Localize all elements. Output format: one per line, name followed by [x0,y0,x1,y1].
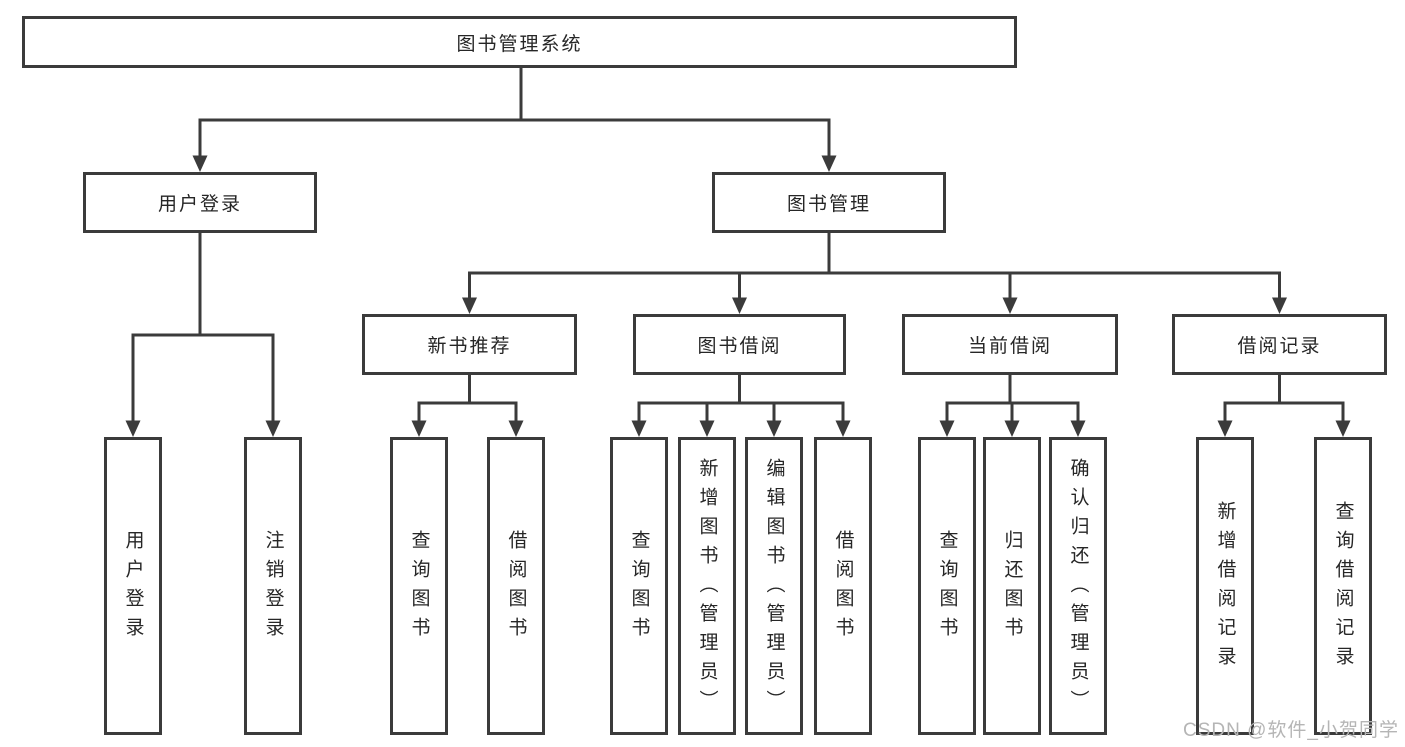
watermark: CSDN @软件_小贺同学 [1183,720,1399,741]
node-root-library-system: 图书管理系统 [22,16,1017,68]
leaf-newrec-borrow-books: 借阅图书 [487,437,545,735]
leaf-label: 借阅图书 [505,530,527,646]
node-label: 图书借阅 [697,336,782,357]
node-user-login: 用户登录 [83,172,317,233]
node-book-management: 图书管理 [712,172,946,233]
leaf-label: 查询图书 [936,530,958,646]
leaf-user-login: 用户登录 [104,437,162,735]
leaf-borrow-edit-books-admin: 编辑图书（管理员） [745,437,803,735]
leaf-label: 注销登录 [262,530,284,646]
leaf-label: 新增图书（管理员） [696,457,718,719]
leaf-current-query-books: 查询图书 [918,437,976,735]
leaf-label: 查询图书 [628,530,650,646]
leaf-label: 确认归还（管理员） [1067,457,1089,719]
node-borrow-records: 借阅记录 [1172,314,1387,375]
node-label: 图书管理 [786,194,871,215]
leaf-label: 查询图书 [408,530,430,646]
leaf-label: 查询借阅记录 [1332,501,1354,675]
leaf-logout: 注销登录 [244,437,302,735]
node-label: 图书管理系统 [456,33,583,55]
arrowhead-icons [125,155,1351,437]
node-label: 当前借阅 [967,336,1052,357]
leaf-borrow-borrow-books: 借阅图书 [814,437,872,735]
leaf-label: 编辑图书（管理员） [763,457,785,719]
node-book-borrow: 图书借阅 [633,314,846,375]
leaf-label: 用户登录 [122,530,144,646]
node-current-borrow: 当前借阅 [902,314,1118,375]
leaf-current-return-books: 归还图书 [983,437,1041,735]
leaf-label: 借阅图书 [832,530,854,646]
node-new-book-recommend: 新书推荐 [362,314,577,375]
node-label: 新书推荐 [427,336,512,357]
leaf-borrow-add-books-admin: 新增图书（管理员） [678,437,736,735]
node-label: 借阅记录 [1237,336,1322,357]
leaf-records-query-record: 查询借阅记录 [1314,437,1372,735]
leaf-newrec-query-books: 查询图书 [390,437,448,735]
leaf-borrow-query-books: 查询图书 [610,437,668,735]
leaf-label: 归还图书 [1001,530,1023,646]
node-label: 用户登录 [157,194,242,215]
leaf-label: 新增借阅记录 [1214,501,1236,675]
leaf-current-confirm-return-admin: 确认归还（管理员） [1049,437,1107,735]
leaf-records-add-record: 新增借阅记录 [1196,437,1254,735]
